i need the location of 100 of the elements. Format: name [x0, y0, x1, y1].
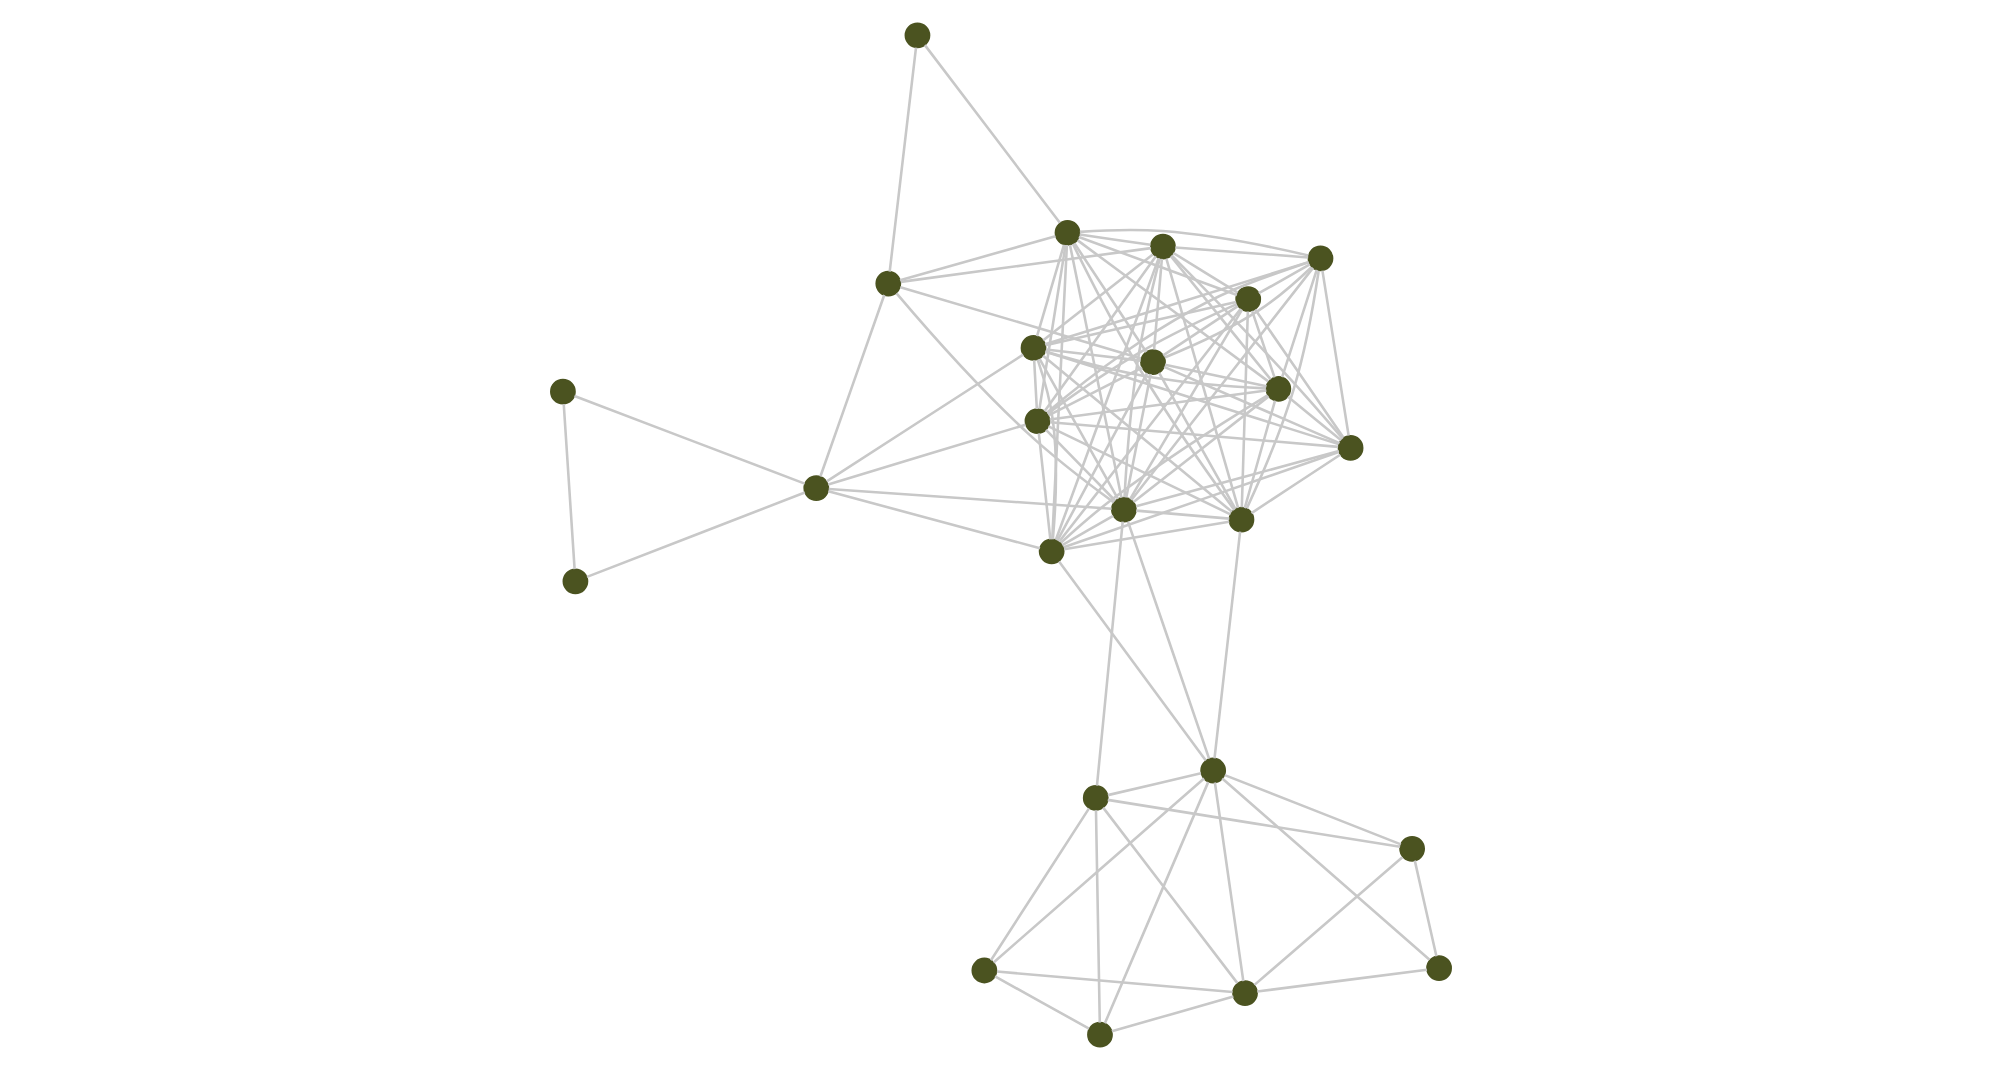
connector	[561, 404, 575, 570]
connector	[1060, 514, 1113, 547]
connector	[894, 292, 1114, 504]
connector	[1169, 254, 1343, 440]
connector	[1044, 300, 1236, 347]
connector	[1320, 270, 1349, 436]
connector	[818, 294, 885, 477]
connector	[1067, 244, 1122, 498]
node-circle	[1019, 335, 1046, 361]
connector	[1062, 520, 1229, 551]
connector	[1161, 305, 1238, 357]
connector	[1135, 509, 1229, 520]
connector	[887, 47, 917, 272]
connector	[899, 285, 1141, 360]
node-circle	[970, 957, 997, 984]
node-circle	[1264, 375, 1291, 402]
connector	[1125, 521, 1210, 760]
node-circle	[1234, 286, 1261, 313]
connector	[1212, 531, 1241, 759]
connector	[1041, 354, 1232, 513]
connector	[1093, 810, 1101, 1023]
node-circle	[1306, 245, 1333, 272]
node-circle	[903, 22, 930, 49]
node-circle	[1199, 757, 1226, 784]
connector	[1062, 450, 1339, 549]
node-circle	[1336, 435, 1363, 461]
connector	[1257, 263, 1310, 295]
connector	[1049, 420, 1338, 449]
connector	[826, 423, 1025, 486]
connector	[1037, 358, 1119, 500]
connector	[1044, 428, 1116, 502]
connector	[1151, 258, 1163, 350]
node-circle	[1398, 835, 1424, 862]
connector	[991, 777, 1204, 964]
connector	[899, 246, 1151, 284]
connector	[922, 44, 1060, 224]
connector	[1164, 258, 1239, 509]
connector	[1129, 267, 1313, 501]
connector	[1220, 777, 1430, 961]
connector	[1042, 255, 1156, 412]
connector	[1036, 433, 1051, 540]
connector	[1048, 389, 1266, 421]
connector	[1253, 308, 1344, 438]
connector	[1035, 359, 1057, 540]
node-circle	[1023, 408, 1050, 434]
node-circle	[1037, 538, 1064, 565]
connector	[585, 491, 805, 579]
connector	[988, 807, 1090, 961]
connector	[1122, 258, 1160, 498]
connector	[1055, 372, 1148, 542]
connector	[1157, 372, 1236, 510]
connector	[1045, 261, 1309, 414]
connector	[1171, 251, 1238, 294]
node-circle	[874, 270, 901, 297]
connector	[1059, 394, 1268, 544]
connector	[1128, 309, 1243, 500]
connector	[1124, 373, 1151, 498]
connector	[1078, 228, 1308, 257]
connector	[1049, 244, 1068, 540]
node-circle	[549, 378, 575, 405]
connector	[1412, 860, 1437, 957]
node-circle	[802, 475, 829, 501]
connector	[1163, 266, 1312, 359]
node-circle	[1139, 349, 1165, 375]
connector	[827, 487, 1111, 510]
connector	[1106, 772, 1201, 797]
connector	[898, 235, 1055, 282]
node-circle	[1425, 955, 1451, 982]
connector	[1034, 244, 1065, 337]
node-circle	[1110, 496, 1136, 523]
connector	[1101, 806, 1238, 984]
node-circle	[561, 568, 588, 595]
connector	[1162, 365, 1340, 445]
connector	[1070, 243, 1235, 511]
connector	[993, 975, 1089, 1030]
connector	[1249, 453, 1340, 515]
connector	[1044, 348, 1140, 362]
node-circle	[1081, 785, 1108, 811]
connector	[1046, 366, 1142, 417]
connector	[1168, 255, 1271, 381]
connector	[1279, 269, 1317, 378]
node-circle	[1149, 233, 1175, 260]
connector	[1212, 782, 1244, 982]
connector	[1094, 521, 1123, 786]
connector	[1242, 400, 1276, 509]
connector	[1286, 395, 1341, 442]
connector	[1252, 856, 1403, 986]
connector	[1053, 257, 1159, 541]
connector	[1057, 560, 1206, 762]
connector	[1134, 449, 1339, 508]
connector	[1044, 350, 1338, 446]
connector	[1174, 246, 1308, 259]
connector	[1110, 995, 1233, 1033]
connector	[1244, 270, 1319, 509]
connector	[1163, 363, 1266, 388]
connector	[1078, 233, 1150, 246]
connector	[1131, 395, 1269, 504]
connector	[1041, 253, 1153, 342]
node-circle	[1053, 219, 1080, 246]
connector	[1043, 350, 1265, 390]
